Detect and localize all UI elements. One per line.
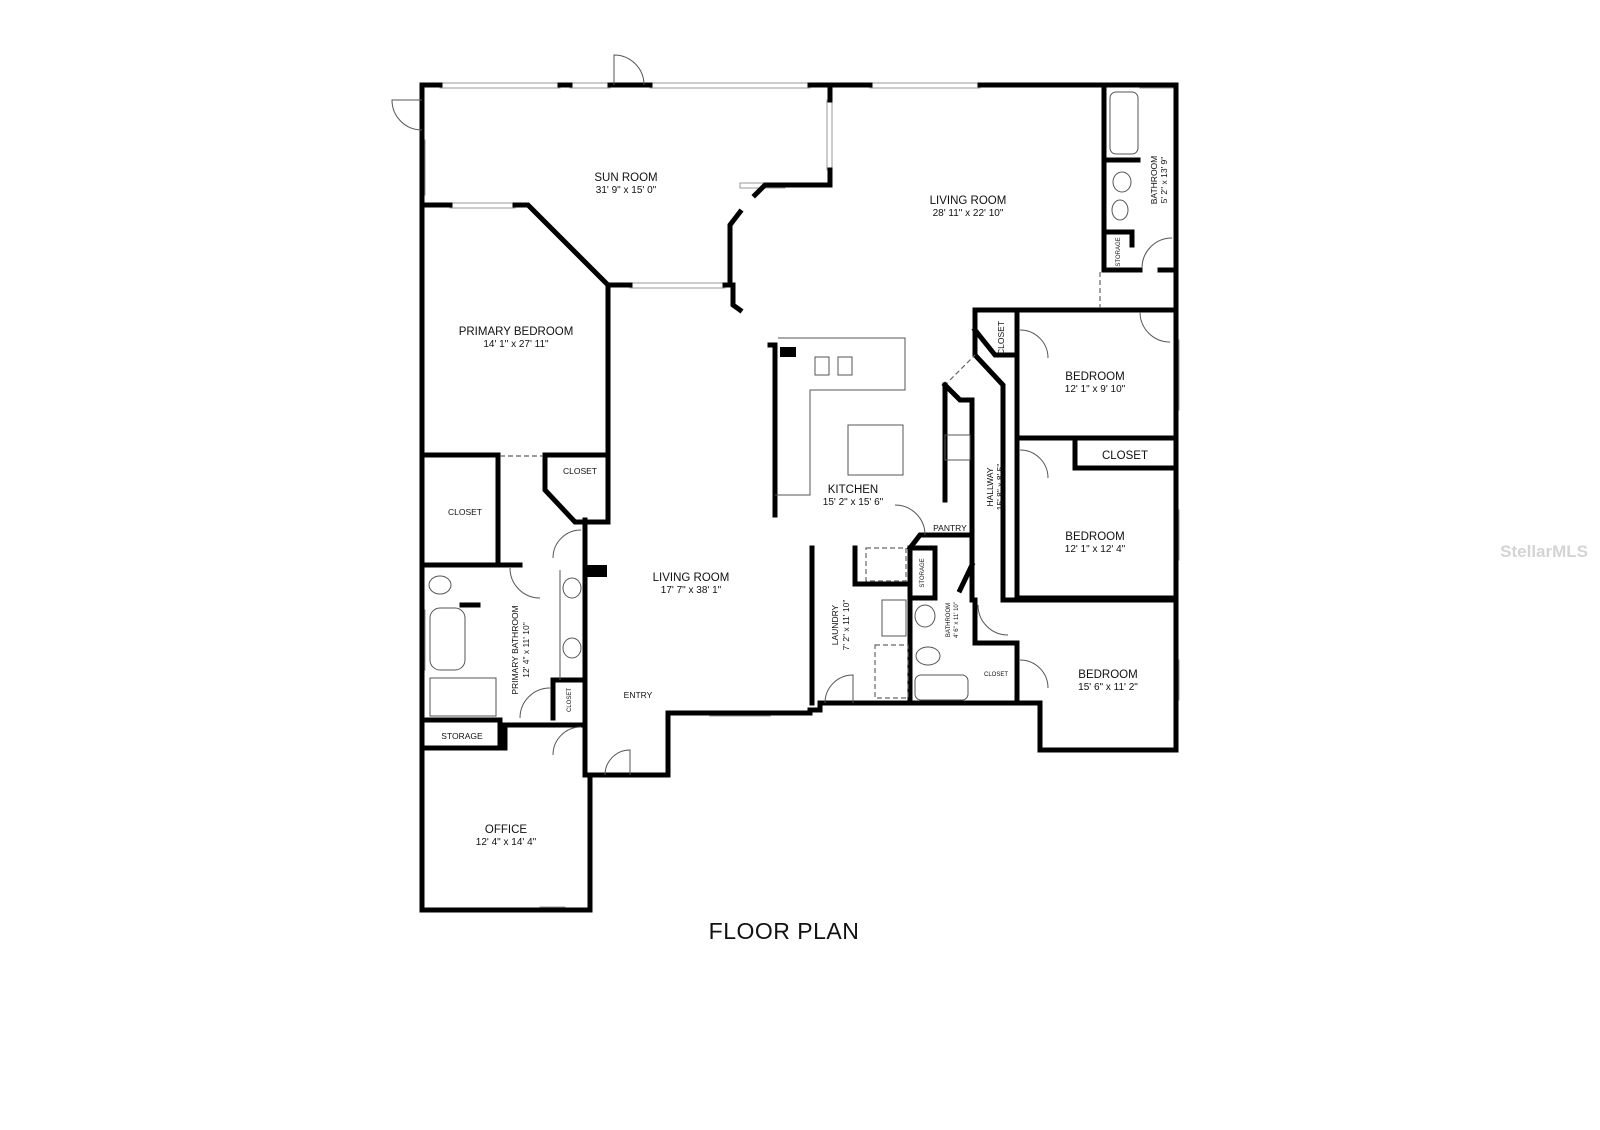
room-name-primary-bathroom: PRIMARY BATHROOM (510, 605, 520, 694)
sink (562, 637, 582, 659)
walls (419, 82, 1179, 913)
room-name-living-room-front: LIVING ROOM (653, 572, 730, 584)
room-dims-bedroom-3: 15' 6" x 11' 2" (1078, 682, 1138, 693)
room-name-sun-room: SUN ROOM (594, 172, 657, 184)
room-dims-primary-bedroom: 14' 1" x 27' 11" (483, 339, 549, 350)
room-dims-kitchen: 15' 2" x 15' 6" (823, 497, 884, 508)
room-name-laundry: LAUNDRY (830, 604, 840, 645)
sink (1111, 199, 1129, 221)
room-name-bathroom-1: BATHROOM (1149, 156, 1159, 204)
room-name-entry: ENTRY (624, 690, 653, 700)
room-dims-living-room-back: 28' 11" x 22' 10" (933, 208, 1004, 219)
stove (944, 434, 971, 461)
fixtures (391, 54, 1173, 776)
bathtub (429, 607, 466, 671)
room-name-closet-c: CLOSET (563, 466, 597, 476)
appliance-outline (865, 547, 907, 582)
room-name-closet-e: CLOSET (567, 688, 573, 712)
room-name-bathroom-2: BATHROOM (946, 603, 952, 637)
room-name-closet-a: CLOSET (996, 321, 1006, 355)
sink (562, 577, 582, 599)
room-name-storage-3: STORAGE (441, 731, 483, 741)
room-name-bedroom-2: BEDROOM (1065, 531, 1124, 543)
room-name-storage-1: STORAGE (1116, 237, 1122, 266)
toilet (428, 575, 452, 595)
room-name-pantry: PANTRY (933, 523, 967, 533)
washer-dryer (874, 644, 909, 699)
room-labels: SUN ROOM 31' 9" x 15' 0" LIVING ROOM 28'… (441, 156, 1169, 848)
room-name-primary-bedroom: PRIMARY BEDROOM (459, 326, 574, 338)
kitchen-island (847, 424, 904, 476)
room-dims-living-room-front: 17' 7" x 38' 1" (661, 585, 722, 596)
watermark: StellarMLS (1500, 542, 1588, 561)
room-name-hallway: HALLWAY (985, 467, 995, 506)
room-name-closet-d: CLOSET (448, 507, 482, 517)
room-name-bedroom-1: BEDROOM (1065, 371, 1124, 383)
toilet (915, 646, 941, 666)
room-dims-sun-room: 31' 9" x 15' 0" (596, 185, 657, 196)
room-name-office: OFFICE (485, 824, 527, 836)
room-dims-bedroom-2: 12' 1" x 12' 4" (1065, 544, 1126, 555)
room-dims-hallway: 15' 8" x 8' 5" (995, 464, 1005, 511)
room-dims-primary-bathroom: 12' 4" x 11' 10" (521, 622, 531, 677)
room-dims-bedroom-1: 12' 1" x 9' 10" (1065, 384, 1126, 395)
room-dims-laundry: 7' 2" x 11' 10" (841, 600, 851, 651)
room-dims-bathroom-1: 5' 2" x 13' 9" (1159, 157, 1169, 204)
sink (914, 604, 936, 628)
room-name-storage-2: STORAGE (920, 558, 926, 587)
room-dims-bathroom-2: 4' 6" x 11' 10" (954, 602, 960, 638)
room-name-closet-b: CLOSET (1102, 450, 1148, 462)
laundry-sink (881, 599, 907, 637)
bathtub (914, 674, 969, 701)
toilet (1112, 171, 1132, 193)
column (585, 565, 607, 577)
room-name-bedroom-3: BEDROOM (1078, 669, 1137, 681)
floor-plan-title: FLOOR PLAN (708, 918, 860, 944)
room-dims-office: 12' 4" x 14' 4" (476, 837, 537, 848)
room-name-living-room-back: LIVING ROOM (930, 195, 1007, 207)
room-name-kitchen: KITCHEN (828, 484, 878, 496)
room-name-closet-f: CLOSET (984, 672, 1008, 678)
bathtub (1109, 91, 1139, 155)
